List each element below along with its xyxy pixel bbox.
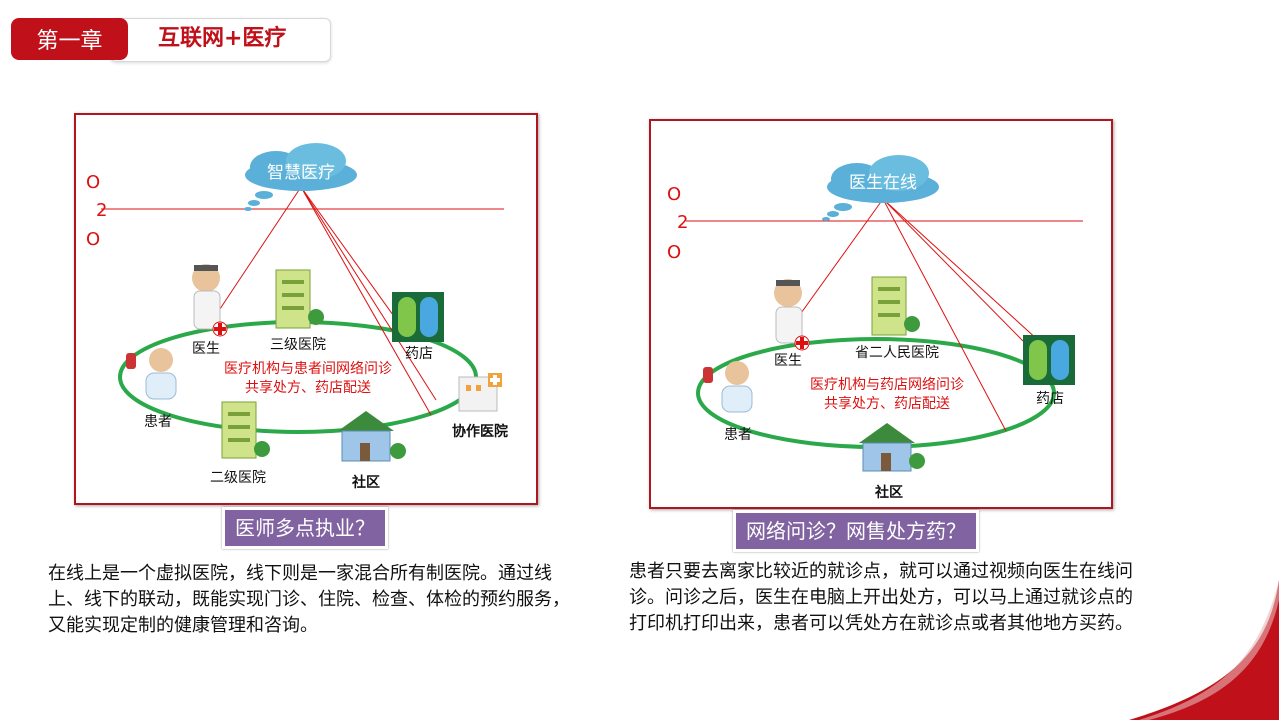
pharmacy-icon — [392, 292, 444, 342]
community-house-icon — [338, 411, 406, 462]
right-question-box: 网络问诊？网售处方药？ — [733, 510, 979, 552]
doctor-label: 医生 — [192, 341, 220, 357]
chapter-label: 第一章 — [36, 29, 103, 54]
diagram-note-1: 医疗机构与药店网络问诊 — [810, 377, 964, 393]
right-diagram-panel: 医生在线 O 2 O 医生 省二人民医院 医疗机构与药店网络问诊 共享处方、药店… — [649, 119, 1113, 509]
cloud-label: 医生在线 — [849, 173, 917, 193]
community-house-icon — [859, 423, 925, 472]
cloud-label: 智慧医疗 — [267, 163, 335, 183]
doctor-label: 医生 — [774, 353, 802, 369]
o2o-letter-top: O — [667, 184, 681, 205]
hospital-label: 省二人民医院 — [855, 345, 939, 361]
chapter-tag: 第一章 — [11, 18, 128, 60]
patient-icon — [126, 348, 177, 400]
o2o-letter-bottom: O — [667, 242, 681, 263]
o2o-digit: 2 — [677, 212, 688, 233]
community-label: 社区 — [351, 474, 380, 491]
pharmacy-label: 药店 — [405, 346, 433, 362]
diagram-note-2: 共享处方、药店配送 — [824, 395, 950, 412]
hospital-building-icon — [221, 401, 270, 459]
diagram-note-2: 共享处方、药店配送 — [245, 379, 371, 396]
cooperative-hospital-label: 协作医院 — [452, 423, 508, 440]
patient-label: 患者 — [144, 414, 172, 430]
diagram-note-1: 医疗机构与患者间网络问诊 — [224, 361, 392, 377]
pharmacy-icon — [1023, 335, 1075, 385]
tertiary-hospital-label: 三级医院 — [270, 337, 326, 353]
patient-icon — [703, 361, 753, 413]
left-diagram-panel: 智慧医疗 O 2 O 医生 三级医院 药店 — [74, 113, 538, 505]
patient-label: 患者 — [724, 427, 752, 443]
doctor-icon — [192, 264, 228, 337]
corner-swoosh-decoration — [1129, 580, 1279, 720]
o2o-letter-bottom: O — [86, 229, 100, 250]
community-label: 社区 — [874, 484, 903, 501]
cloud-icon — [822, 155, 939, 221]
secondary-hospital-label: 二级医院 — [210, 470, 266, 486]
o2o-letter-top: O — [86, 172, 100, 193]
hospital-building-icon — [275, 269, 324, 329]
left-description: 在线上是一个虚拟医院，线下则是一家混合所有制医院。通过线上、线下的联动，既能实现… — [48, 563, 570, 636]
right-description: 患者只要去离家比较近的就诊点，就可以通过视频向医生在线问诊。问诊之后，医生在电脑… — [629, 561, 1133, 634]
chapter-title: 互联网+医疗 — [158, 26, 287, 51]
o2o-digit: 2 — [96, 200, 107, 221]
chapter-title-box — [110, 18, 331, 62]
left-question-box: 医师多点执业？ — [222, 507, 388, 549]
right-diagram-svg: 医生在线 O 2 O 医生 省二人民医院 医疗机构与药店网络问诊 共享处方、药店… — [667, 155, 1083, 501]
left-diagram-svg: 智慧医疗 O 2 O 医生 三级医院 药店 — [86, 143, 508, 491]
doctor-icon — [774, 279, 810, 351]
hospital-building-icon — [871, 276, 920, 336]
cloud-icon — [244, 143, 357, 211]
cooperative-hospital-icon — [458, 373, 502, 412]
pharmacy-label: 药店 — [1036, 391, 1064, 407]
